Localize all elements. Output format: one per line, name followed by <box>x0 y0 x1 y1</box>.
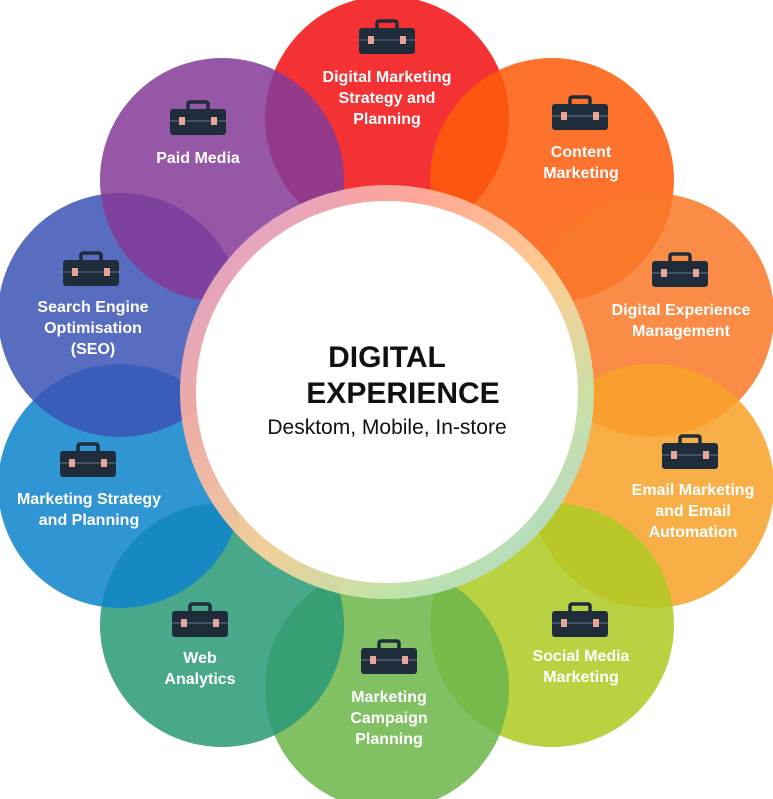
petal-label-line: Planning <box>355 731 423 748</box>
petal-label-line: Web <box>183 650 217 667</box>
petal-label-line: Paid Media <box>156 150 240 167</box>
center-title-line-1: DIGITAL <box>328 341 446 374</box>
center-subtitle: Desktom, Mobile, In-store <box>267 416 506 439</box>
briefcase-icon <box>63 251 119 286</box>
petal-label-line: Marketing <box>543 669 619 686</box>
petal-label-line: Social Media <box>533 648 630 665</box>
briefcase-icon <box>170 100 226 135</box>
petal-label-line: Digital Experience <box>612 302 751 319</box>
petal-label-line: Planning <box>353 111 421 128</box>
center-title-line-2: EXPERIENCE <box>306 377 499 410</box>
briefcase-icon <box>172 602 228 637</box>
petal-label-line: Content <box>551 144 612 161</box>
briefcase-icon <box>652 252 708 287</box>
briefcase-icon <box>361 639 417 674</box>
petal-label-line: Strategy and <box>339 90 436 107</box>
petal-label-line: and Email <box>655 503 731 520</box>
petal-label-line: Automation <box>649 524 738 541</box>
petal-label-line: Optimisation <box>44 320 142 337</box>
briefcase-icon <box>552 95 608 130</box>
petal-label-line: Email Marketing <box>632 482 755 499</box>
center-hub: DIGITAL EXPERIENCE Desktom, Mobile, In-s… <box>180 185 594 599</box>
petal-label-line: and Planning <box>39 512 139 529</box>
petal-circle <box>0 364 242 608</box>
petal-label: Paid Media <box>156 150 240 167</box>
petal-label-line: Marketing Strategy <box>17 491 161 508</box>
petal-label-line: Marketing <box>351 689 427 706</box>
petal-label-line: Analytics <box>164 671 235 688</box>
petal-label-line: Management <box>632 323 730 340</box>
petal-label-line: Marketing <box>543 165 619 182</box>
briefcase-icon <box>662 434 718 469</box>
petal-label-line: (SEO) <box>71 341 115 358</box>
petal-label-line: Digital Marketing <box>323 69 452 86</box>
briefcase-icon <box>359 19 415 54</box>
center-disc <box>196 201 578 583</box>
petal-label: Marketing Strategy and Planning <box>17 491 161 529</box>
petal-label-line: Search Engine <box>37 299 148 316</box>
briefcase-icon <box>60 442 116 477</box>
petal-label-line: Campaign <box>350 710 427 727</box>
briefcase-icon <box>552 602 608 637</box>
